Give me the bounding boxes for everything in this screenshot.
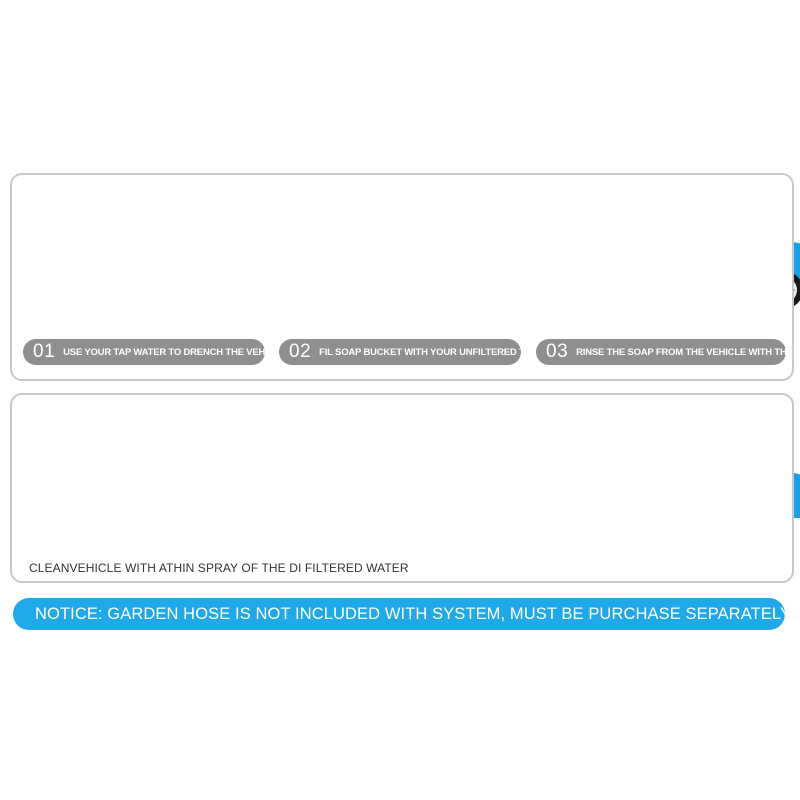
step-text: RINSE THE SOAP FROM THE VEHICLE WITH THE… — [576, 346, 800, 358]
step-number: 03 — [546, 341, 569, 362]
notice-banner: NOTICE: GARDEN HOSE IS NOT INCLUDED WITH… — [13, 598, 793, 630]
filter-panel — [10, 393, 794, 583]
step-text: FIL SOAP BUCKET WITH YOUR UNFILTERED TAP — [319, 346, 537, 358]
step-2-label: 02 FIL SOAP BUCKET WITH YOUR UNFILTERED … — [279, 339, 537, 365]
step-1-label: 01 USE YOUR TAP WATER TO DRENCH THE VEHI… — [23, 339, 286, 365]
step-3-label: 03 RINSE THE SOAP FROM THE VEHICLE WITH … — [536, 339, 800, 365]
step-number: 01 — [33, 341, 56, 362]
step-number: 02 — [289, 341, 312, 362]
step-text: USE YOUR TAP WATER TO DRENCH THE VEHICLE — [63, 346, 286, 358]
filter-caption: CLEANVEHICLE WITH ATHIN SPRAY OF THE DI … — [29, 561, 409, 575]
notice-text: NOTICE: GARDEN HOSE IS NOT INCLUDED WITH… — [35, 604, 794, 623]
